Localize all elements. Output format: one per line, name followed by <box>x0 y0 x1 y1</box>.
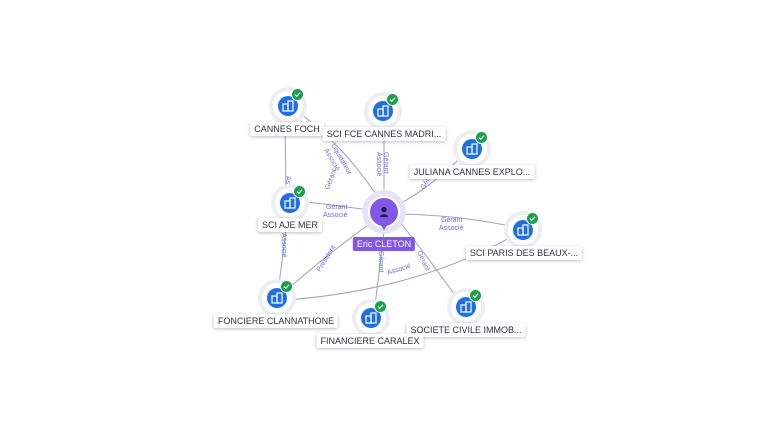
node-cannes-foch[interactable] <box>273 88 304 121</box>
verified-check-icon <box>526 212 539 225</box>
building-icon <box>377 105 389 117</box>
edge-fonciere-paris <box>285 231 521 301</box>
node-label[interactable]: JULIANA CANNES EXPLO... <box>409 165 535 179</box>
edge-label: Président <box>316 244 338 273</box>
node-fonciere[interactable] <box>262 280 293 313</box>
edge-label: Gérant <box>441 217 462 224</box>
verified-check-icon <box>293 185 306 198</box>
edge-cannes-foch <box>291 107 381 201</box>
node-label[interactable]: SCI PARIS DES BEAUX-... <box>465 246 583 260</box>
edge-label: Associé <box>375 152 382 177</box>
node-label[interactable]: SOCIETE CIVILE IMMOB... <box>406 323 526 337</box>
node-financiere[interactable] <box>356 300 387 333</box>
building-icon <box>365 312 377 324</box>
center-person-node[interactable] <box>362 190 406 234</box>
building-icon <box>284 197 296 209</box>
node-label[interactable]: SCI FCE CANNES MADRI... <box>322 127 446 141</box>
building-icon <box>271 292 283 304</box>
edge-label: Associé <box>323 212 348 219</box>
node-label[interactable]: FONCIERE CLANNATHONE <box>213 314 339 328</box>
verified-check-icon <box>469 289 482 302</box>
building-icon <box>460 301 472 313</box>
edge-label: Associé <box>439 225 464 232</box>
verified-check-icon <box>475 131 488 144</box>
node-societe[interactable] <box>451 289 482 322</box>
node-label[interactable]: FINANCIERE CARALEX <box>316 334 424 348</box>
building-icon <box>282 100 294 112</box>
edge-label: Gérant <box>415 250 430 272</box>
building-icon <box>466 143 478 155</box>
verified-check-icon <box>280 280 293 293</box>
verified-check-icon <box>386 93 399 106</box>
node-label[interactable]: CANNES FOCH <box>250 122 324 136</box>
edge-label: Associé <box>386 263 412 277</box>
node-sci-fce[interactable] <box>368 93 399 126</box>
verified-check-icon <box>374 300 387 313</box>
node-juliana[interactable] <box>457 131 488 164</box>
edge-sci-paris <box>399 213 521 229</box>
edge-label: Gérant <box>377 251 384 272</box>
node-label[interactable]: SCI AJE MER <box>257 218 323 232</box>
edge-label: Associé <box>280 233 287 258</box>
person-icon <box>379 206 389 217</box>
node-sci-aje[interactable] <box>275 185 306 218</box>
verified-check-icon <box>291 88 304 101</box>
node-sci-paris[interactable] <box>508 212 539 245</box>
center-person-label[interactable]: Eric CLETON <box>352 237 416 251</box>
edge-label: Gérant <box>382 152 389 173</box>
edge-label: Gérant <box>324 168 338 191</box>
building-icon <box>517 224 529 236</box>
edge-label: Gérant <box>326 204 347 211</box>
